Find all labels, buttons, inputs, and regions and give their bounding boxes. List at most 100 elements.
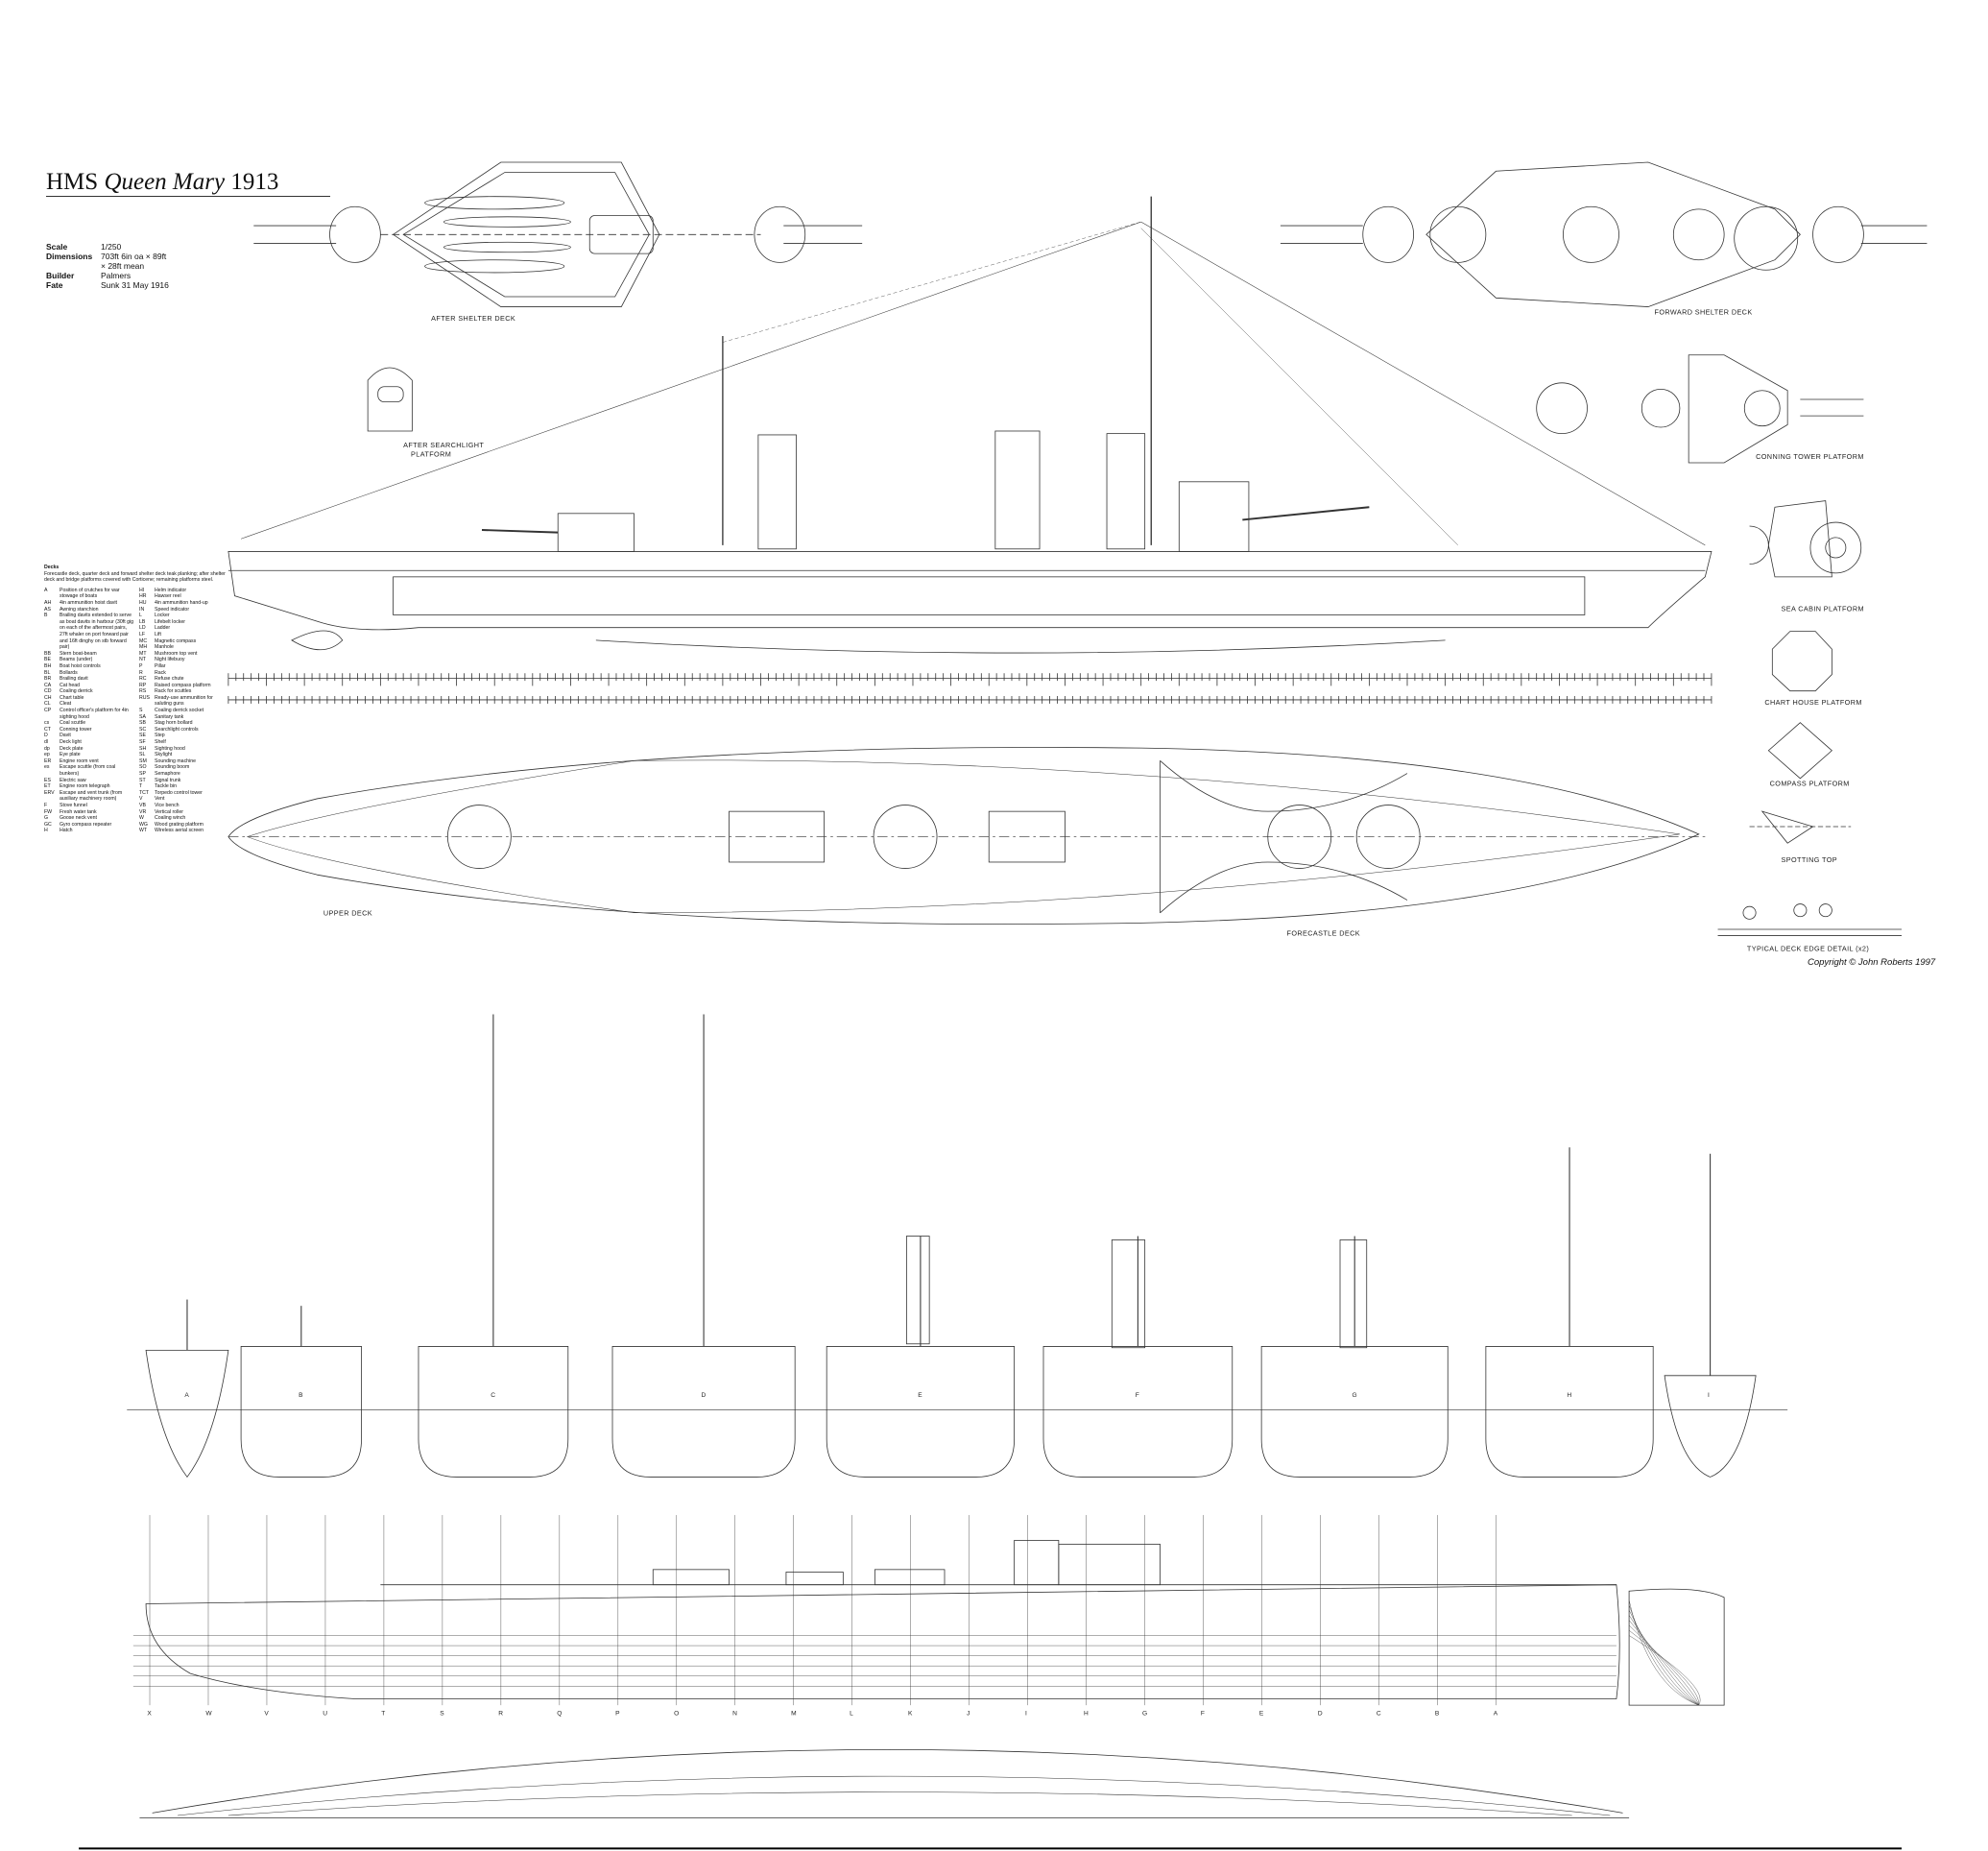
legend-desc: Position of crutches for war stowage of … bbox=[60, 587, 120, 600]
legend-desc: Refuse chute bbox=[155, 676, 184, 683]
legend-entry: RS Rack for scuttles bbox=[139, 688, 228, 695]
legend-abbrev: MH bbox=[139, 644, 148, 651]
body-plan-line bbox=[1628, 1610, 1699, 1706]
legend-desc: Speed indicator bbox=[155, 606, 190, 613]
legend-abbrev: ER bbox=[44, 757, 52, 764]
label-typical-deck-edge-detail: TYPICAL DECK EDGE DETAIL (x2) bbox=[1747, 944, 1869, 952]
legend-desc: Control officer's platform for 4in sight… bbox=[60, 708, 129, 720]
legend-desc: Coaling derrick bbox=[60, 688, 93, 695]
lines-superstructure bbox=[652, 1569, 730, 1586]
station-letter: O bbox=[674, 1711, 679, 1718]
legend-abbrev: WT bbox=[139, 828, 148, 834]
body-plan-line bbox=[1628, 1604, 1699, 1706]
legend-abbrev: T bbox=[139, 783, 143, 790]
legend-abbrev: BR bbox=[44, 676, 52, 683]
section-hull bbox=[1664, 1375, 1757, 1478]
section-letter: F bbox=[1136, 1392, 1139, 1399]
lines-superstructure bbox=[1014, 1540, 1060, 1586]
legend-desc: Wood grating platform bbox=[155, 821, 204, 828]
legend-desc: Night lifebuoy bbox=[155, 657, 185, 663]
station-letter: U bbox=[323, 1711, 327, 1718]
legend-desc: Vent bbox=[155, 796, 165, 803]
legend-desc: Coaling winch bbox=[155, 815, 186, 822]
legend-abbrev: SH bbox=[139, 745, 147, 752]
body-plan-line bbox=[1628, 1630, 1699, 1706]
legend-desc: Sounding boom bbox=[155, 764, 190, 771]
title-ship-name: Queen Mary bbox=[104, 169, 226, 195]
legend-abbrev: ERV bbox=[44, 789, 55, 796]
legend-desc: Gyro compass repeater bbox=[60, 821, 112, 828]
deck-edge-detail: TYPICAL DECK EDGE DETAIL (x2) bbox=[1717, 903, 1903, 952]
legend-desc: Cleat bbox=[60, 701, 72, 708]
legend-abbrev: ep bbox=[44, 752, 50, 758]
legend-entry: ep Eye plate bbox=[44, 752, 133, 758]
legend-abbrev: SM bbox=[139, 757, 147, 764]
label-chart-house-platform: CHART HOUSE PLATFORM bbox=[1764, 698, 1861, 707]
legend-abbrev: GC bbox=[44, 821, 52, 828]
half-breadth-line bbox=[178, 1775, 1611, 1816]
legend-desc: Stern boat-beam bbox=[60, 650, 97, 657]
station-letter: Q bbox=[557, 1711, 562, 1718]
legend-desc: Sounding machine bbox=[155, 757, 196, 764]
label-sea-cabin-platform: SEA CABIN PLATFORM bbox=[1782, 605, 1864, 613]
legend-abbrev: CH bbox=[44, 694, 52, 701]
legend-abbrev: RUS bbox=[139, 694, 150, 701]
legend-abbrev: BE bbox=[44, 657, 51, 663]
body-plan bbox=[1628, 1588, 1725, 1706]
legend-desc: Eye plate bbox=[60, 752, 81, 758]
section-letter: H bbox=[1567, 1392, 1571, 1399]
legend-abbrev: dp bbox=[44, 745, 50, 752]
station-letter: X bbox=[147, 1711, 152, 1718]
legend-abbrev: SA bbox=[139, 713, 146, 720]
legend-abbrev: BB bbox=[44, 650, 51, 657]
legend-desc: Rack for scuttles bbox=[155, 688, 192, 695]
station-letter: C bbox=[1377, 1711, 1381, 1718]
section-letter: E bbox=[918, 1392, 922, 1399]
lines-superstructure bbox=[874, 1569, 946, 1586]
legend-abbrev: V bbox=[139, 796, 143, 803]
legend-desc: Vertical roller bbox=[155, 808, 183, 815]
legend-desc: Rack bbox=[155, 669, 166, 676]
legend-abbrev: LB bbox=[139, 618, 146, 625]
legend-abbrev: SF bbox=[139, 739, 146, 746]
legend-abbrev: VR bbox=[139, 808, 147, 815]
conning-tower-platform: CONNING TOWER PLATFORM bbox=[1536, 354, 1864, 464]
legend-abbrev: W bbox=[139, 815, 144, 822]
station-letter: F bbox=[1201, 1711, 1205, 1718]
station-letter: R bbox=[498, 1711, 503, 1718]
station-letter: K bbox=[908, 1711, 913, 1718]
legend-desc: Signal trunk bbox=[155, 777, 181, 783]
legend-abbrev: CP bbox=[44, 708, 52, 714]
section-hull bbox=[240, 1346, 362, 1478]
legend-desc: Stove funnel bbox=[60, 802, 87, 808]
legend-desc: Deck plate bbox=[60, 745, 84, 752]
body-plan-line bbox=[1628, 1599, 1699, 1706]
legend-entry: dp Deck plate bbox=[44, 746, 133, 753]
legend-abbrev: S bbox=[139, 708, 143, 714]
after-searchlight-platform: AFTER SEARCHLIGHT PLATFORM bbox=[367, 367, 484, 458]
legend-abbrev: RS bbox=[139, 688, 147, 695]
legend-abbrev: ES bbox=[44, 777, 51, 783]
section-letter: B bbox=[299, 1392, 303, 1399]
section-letter: D bbox=[701, 1392, 706, 1399]
